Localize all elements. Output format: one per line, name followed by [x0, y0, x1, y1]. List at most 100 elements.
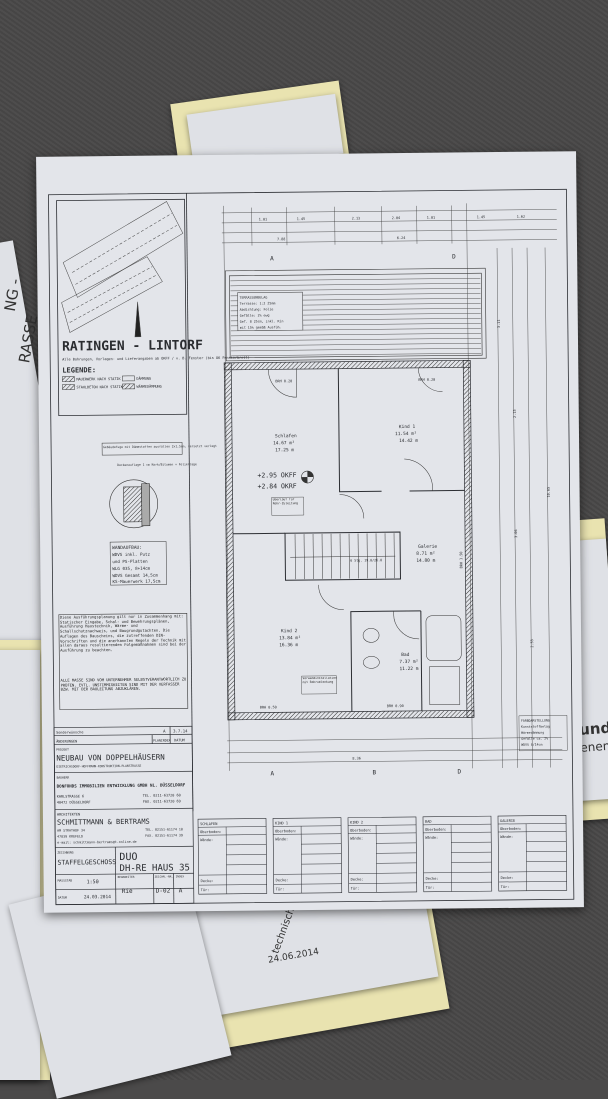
label-text: 2.04 [392, 216, 400, 220]
room-table-label: Wände: [275, 837, 288, 841]
room-table-label: Oberboden: [425, 828, 447, 832]
plan-date: 24.03.2014 [84, 894, 111, 900]
label-text: 47839 KREFELD [57, 834, 83, 838]
floor-plan-drawing: RATINGEN - LINTORF Alle Bohrungen, Vorla… [36, 151, 584, 913]
label-text: 8.36 [352, 756, 360, 760]
label-text: 2.13 [352, 216, 360, 220]
label-text: PROJEKT [56, 748, 69, 752]
section-marker: D [457, 768, 461, 775]
wall-line: WLG 035, 8+14cm [112, 566, 150, 571]
label-text: Gefälle: 2% ewg [240, 313, 270, 317]
label-text: KARLSTRASSE 6 [57, 794, 84, 798]
floor-plan-sheet: RATINGEN - LINTORF Alle Bohrungen, Vorla… [36, 151, 584, 913]
room-table-label: Wände: [425, 836, 438, 840]
level-okff: +2.95 OKFF [257, 471, 296, 479]
plan-number: D-02 [156, 887, 171, 894]
town-title: RATINGEN - LINTORF [62, 338, 203, 354]
decking-line [230, 288, 480, 291]
label-text: Gefälle ca. 2% [521, 737, 548, 741]
room-table-label: KIND 1 [275, 821, 288, 825]
label-text: Schlafen [275, 433, 297, 439]
label-text: Kunststoffbelag [521, 724, 550, 728]
label-text: 7.88 [277, 237, 285, 241]
decking-line [230, 283, 480, 286]
room-table-label: Decke: [426, 877, 439, 881]
label-text: ÄNDERUNGEN [56, 738, 77, 743]
room-table-label: Wände: [500, 835, 513, 839]
label-text: Sonderwünsche [56, 730, 83, 734]
label-text: 3.06 [514, 529, 518, 537]
label-text: Vorwandinstallation mit Rohrumlenkung [303, 677, 337, 685]
label-text: 1.01 [259, 217, 267, 221]
window-label: BRH 0.20 [418, 378, 435, 382]
label-text: 1.45 [477, 215, 485, 219]
project-title: NEUBAU VON DOPPELHÄUSERN [56, 753, 164, 763]
room-table-label: Oberboden: [350, 828, 372, 832]
room-table-label: Decke: [351, 877, 364, 881]
label-text: e-mail: schmittmann-bertrams@t-online.de [57, 840, 136, 845]
label-text: TERRASSENBELAG [240, 295, 268, 299]
room-table-label: Wände: [200, 838, 213, 842]
legend-item: WÄRMEDÄMMUNG [136, 384, 161, 389]
room-table-label: GALERIE [500, 819, 515, 823]
room-table-label: BAD [425, 820, 432, 824]
label-text: Rie [122, 888, 133, 895]
wall-detail-circle [109, 480, 158, 529]
background-sheet-left-low [0, 650, 40, 1080]
wall-line: WDVS inkl. Putz [112, 552, 150, 557]
section-marker: B [372, 769, 376, 776]
label-text: 8.71 m² [416, 551, 435, 557]
stair-label: 6 Stg. 19.0/26.0 [350, 558, 382, 562]
room-table-label: Oberboden: [500, 827, 522, 831]
label-text: 14.80 m [416, 558, 435, 564]
legend-item: STAHLBETON NACH STATIK [76, 385, 123, 389]
label-text: 3.7.14 [173, 728, 188, 733]
label-text: TEL. 02151-61174 10 [145, 827, 183, 831]
label-text: 11.54 m² [395, 431, 417, 437]
disclaimer-note: ALLE MASSE SIND VOM UNTERNEHMER SELBSTVE… [61, 677, 187, 693]
label-text: Kind 2 [281, 628, 298, 634]
room-table-label: Tür: [201, 888, 210, 892]
section-marker: A [270, 255, 274, 262]
decking-line [231, 333, 481, 336]
label-text: FAX. 0211-63720 69 [143, 799, 181, 803]
label-text: 6.24 [397, 236, 405, 240]
label-text: DH-RE HAUS 35 [119, 863, 190, 874]
legend-item: MAUERWERK NACH STATIK [76, 377, 121, 381]
decking-line [230, 278, 480, 281]
label-text: 7.37 m² [399, 659, 418, 665]
label-text: ARCHITEKTEN [57, 812, 80, 816]
room-table-label: Tür: [276, 887, 285, 891]
label-text: DUO [119, 852, 137, 863]
label-text: 2.15 [513, 409, 517, 417]
detail-label: Deckenauflage 1 cm Kork/Bitumen + Folien… [117, 462, 197, 467]
label-text: 1.62 [517, 215, 525, 219]
decking-line [231, 348, 481, 351]
label-text: PLANINDEX [153, 738, 170, 742]
label-text: TEL. 0211-63720 60 [143, 793, 181, 797]
label-text: 1.01 [427, 216, 435, 220]
room-table-label: Decke: [201, 879, 214, 883]
site-map [61, 201, 184, 337]
label-text: 13.84 m² [279, 635, 301, 641]
room-kind-2: Kind 2 13.84 m² 16.36 m [279, 628, 301, 648]
label-text: INDEX [176, 874, 185, 878]
label-text: Kind 1 [399, 424, 416, 430]
label-text: 3.11 [497, 320, 501, 328]
drawing-name: STAFFELGESCHOSS [57, 858, 116, 867]
window-label: BRH 0.50 [260, 705, 277, 709]
label-text: Bad [401, 652, 409, 658]
room-table-label: Tür: [426, 886, 435, 890]
label-text: 2.53 [530, 639, 534, 647]
label-text: 10.65 [547, 487, 551, 498]
label-text: Gef. 8 25cm, inkl. Rin [240, 319, 284, 323]
label-text: Galerie [418, 544, 437, 550]
room-table-bad: BAD Oberboden: Wände: Decke: Tür: [423, 816, 492, 892]
room-table-label: SCHLAFEN [200, 822, 217, 826]
wall-title: WANDAUFBAU: [112, 545, 142, 551]
label-text: 14.67 m² [273, 440, 295, 446]
